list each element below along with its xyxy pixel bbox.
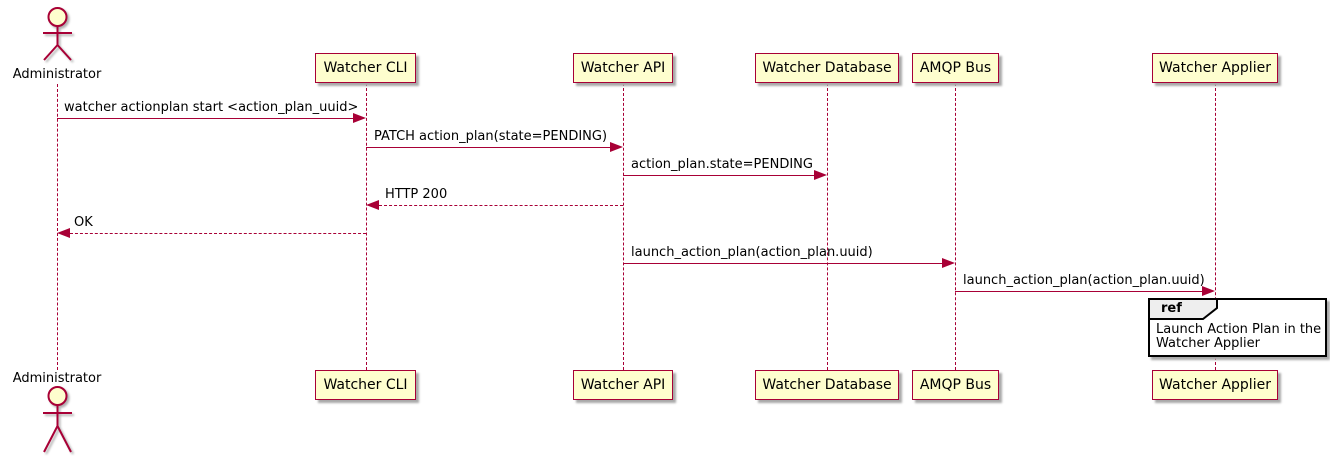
message-label: launch_action_plan(action_plan.uuid) — [631, 245, 873, 260]
message-arrow — [623, 175, 814, 176]
lifeline-administrator — [57, 84, 58, 370]
lifeline-watcher-api — [623, 83, 624, 370]
lifeline-watcher-applier — [1215, 83, 1216, 370]
message-arrow — [57, 118, 353, 119]
participant-amqp-bus-bottom: AMQP Bus — [912, 370, 999, 400]
message-label: PATCH action_plan(state=PENDING) — [374, 129, 608, 144]
participant-label: Watcher Applier — [1159, 377, 1271, 393]
participant-watcher-cli-bottom: Watcher CLI — [315, 370, 416, 400]
participant-label: Watcher Database — [762, 377, 892, 393]
actor-figure-icon — [43, 386, 72, 453]
ref-keyword: ref — [1161, 301, 1182, 316]
participant-watcher-api-bottom: Watcher API — [573, 370, 673, 400]
participant-watcher-applier-bottom: Watcher Applier — [1152, 370, 1278, 400]
participant-watcher-cli-top: Watcher CLI — [315, 53, 416, 83]
participant-label: Watcher Applier — [1159, 60, 1271, 76]
participant-label: Watcher CLI — [323, 377, 408, 393]
participant-watcher-applier-top: Watcher Applier — [1152, 53, 1278, 83]
arrowhead-right-icon — [1202, 286, 1215, 296]
message-label: OK — [74, 215, 93, 230]
ref-fragment: ref Launch Action Plan in the Watcher Ap… — [1148, 298, 1327, 357]
participant-watcher-database-top: Watcher Database — [755, 53, 899, 83]
lifeline-amqp-bus — [955, 83, 956, 370]
actor-label-top: Administrator — [12, 67, 102, 82]
message-arrow — [623, 263, 942, 264]
arrowhead-left-icon — [366, 200, 379, 210]
arrowhead-left-icon — [57, 228, 70, 238]
message-label: launch_action_plan(action_plan.uuid) — [963, 273, 1205, 288]
message-label: HTTP 200 — [385, 187, 448, 202]
message-arrow — [366, 147, 610, 148]
participant-label: Watcher API — [580, 60, 666, 76]
arrowhead-right-icon — [814, 170, 827, 180]
message-label: action_plan.state=PENDING — [631, 157, 813, 172]
message-label: watcher actionplan start <action_plan_uu… — [64, 100, 359, 115]
ref-header-shape — [1148, 298, 1218, 320]
actor-label-bottom: Administrator — [12, 371, 102, 386]
message-arrow — [379, 205, 623, 206]
participant-label: Watcher CLI — [323, 60, 408, 76]
participant-label: Watcher API — [580, 377, 666, 393]
message-arrow — [955, 291, 1202, 292]
ref-text: Launch Action Plan in the Watcher Applie… — [1156, 322, 1322, 351]
message-arrow — [70, 233, 366, 234]
arrowhead-right-icon — [942, 258, 955, 268]
participant-watcher-database-bottom: Watcher Database — [755, 370, 899, 400]
lifeline-watcher-cli — [366, 83, 367, 370]
actor-figure-icon — [43, 7, 72, 61]
participant-label: AMQP Bus — [919, 377, 992, 393]
arrowhead-right-icon — [610, 142, 623, 152]
participant-amqp-bus-top: AMQP Bus — [912, 53, 999, 83]
participant-watcher-api-top: Watcher API — [573, 53, 673, 83]
lifeline-watcher-database — [827, 83, 828, 370]
participant-label: Watcher Database — [762, 60, 892, 76]
participant-label: AMQP Bus — [919, 60, 992, 76]
arrowhead-right-icon — [353, 113, 366, 123]
